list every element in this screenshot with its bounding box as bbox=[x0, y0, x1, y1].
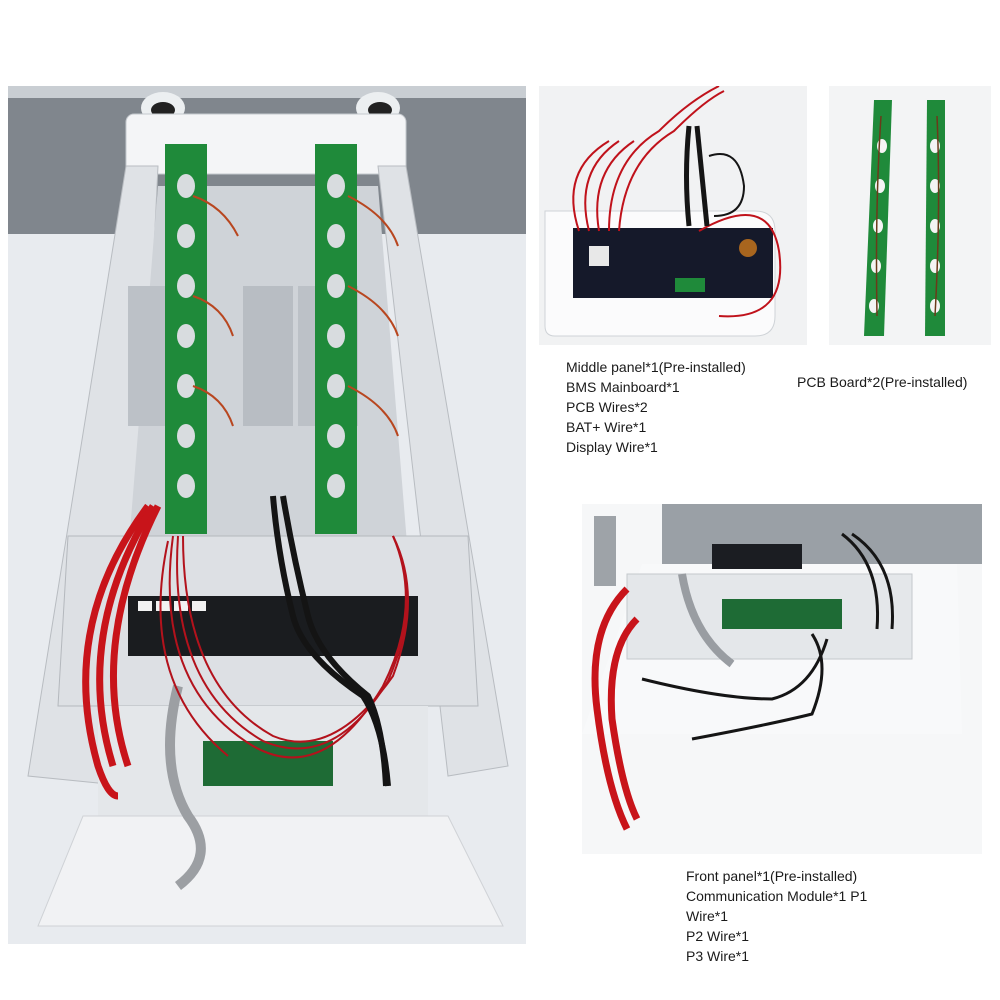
caption-line: Wire*1 bbox=[686, 908, 729, 924]
pcb-boards-illustration bbox=[829, 86, 991, 345]
caption-line: PCB Board*2(Pre-installed) bbox=[797, 374, 968, 390]
middle-panel-photo bbox=[539, 86, 807, 345]
front-panel-illustration bbox=[582, 504, 982, 854]
caption-line: Middle panel*1(Pre-installed) bbox=[566, 359, 746, 375]
enclosure-illustration bbox=[8, 86, 526, 944]
caption-line: P3 Wire*1 bbox=[686, 948, 750, 964]
caption-line: Front panel*1(Pre-installed) bbox=[686, 868, 858, 884]
front-panel-photo bbox=[582, 504, 982, 854]
middle-panel-illustration bbox=[539, 86, 807, 345]
pcb-boards-caption: PCB Board*2(Pre-installed) bbox=[797, 372, 967, 392]
caption-line: Display Wire*1 bbox=[566, 439, 658, 455]
middle-panel-caption: Middle panel*1(Pre-installed) BMS Mainbo… bbox=[566, 357, 746, 457]
caption-line: PCB Wires*2 bbox=[566, 399, 648, 415]
caption-line: Communication Module*1 P1 bbox=[686, 888, 868, 904]
caption-line: BAT+ Wire*1 bbox=[566, 419, 647, 435]
caption-line: BMS Mainboard*1 bbox=[566, 379, 680, 395]
front-panel-caption: Front panel*1(Pre-installed) Communicati… bbox=[686, 866, 867, 966]
main-enclosure-photo bbox=[8, 86, 526, 944]
caption-line: P2 Wire*1 bbox=[686, 928, 750, 944]
pcb-boards-photo bbox=[829, 86, 991, 345]
